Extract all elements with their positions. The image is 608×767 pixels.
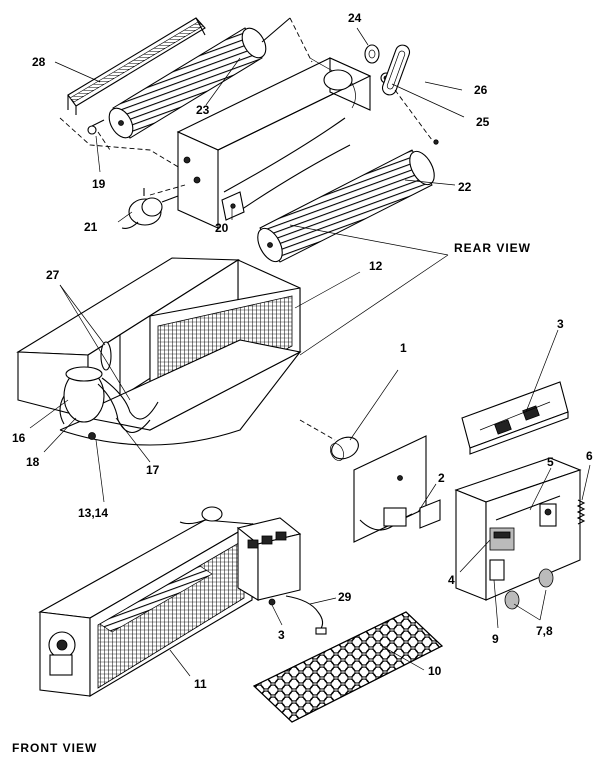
part-17-tubing — [97, 377, 159, 434]
label-1: 1 — [400, 341, 407, 355]
part-27-accumulator — [100, 341, 112, 371]
part-20-mount — [221, 191, 245, 221]
label-6: 6 — [586, 449, 593, 463]
label-29: 29 — [338, 590, 352, 604]
label-22: 22 — [458, 180, 472, 194]
part-6-spring — [576, 499, 586, 525]
part-29-cord — [285, 595, 327, 635]
part-5-relay — [539, 503, 557, 527]
label-16: 16 — [12, 431, 26, 445]
part-4-capacitor — [489, 527, 515, 551]
part-3-control-panel — [461, 381, 569, 455]
rear-view-title: REAR VIEW — [454, 241, 531, 255]
part-23-blower-wheel — [108, 17, 291, 139]
part-26-strap — [381, 44, 411, 96]
part-7-8-knobs — [504, 568, 554, 610]
blower-housing — [176, 57, 372, 229]
front-control-housing — [236, 517, 302, 601]
label-3-control: 3 — [557, 317, 564, 331]
part-labels: 28 24 26 25 23 19 22 21 20 REAR VIEW 27 … — [12, 11, 593, 755]
part-10-front-grille — [252, 611, 444, 723]
label-17: 17 — [146, 463, 160, 477]
part-24-bearing — [364, 44, 380, 64]
label-13-14: 13,14 — [78, 506, 108, 520]
label-4: 4 — [448, 573, 455, 587]
label-26: 26 — [474, 83, 488, 97]
label-9: 9 — [492, 632, 499, 646]
part-1-capacitor — [299, 419, 359, 461]
blower-assembly — [59, 17, 439, 263]
front-motor — [48, 631, 76, 676]
part-22-blower-wheel — [257, 139, 439, 263]
part-21-motor — [121, 188, 179, 229]
label-27: 27 — [46, 268, 60, 282]
rear-chassis — [16, 257, 302, 446]
label-20: 20 — [215, 221, 229, 235]
label-19: 19 — [92, 177, 106, 191]
compressor — [59, 366, 105, 425]
label-21: 21 — [84, 220, 98, 234]
leader-lines — [29, 27, 591, 677]
label-23: 23 — [196, 103, 210, 117]
control-box — [454, 381, 586, 610]
label-2: 2 — [438, 471, 445, 485]
label-11: 11 — [194, 677, 207, 691]
label-24: 24 — [348, 11, 362, 25]
label-28: 28 — [32, 55, 46, 69]
label-25: 25 — [476, 115, 490, 129]
front-view-title: FRONT VIEW — [12, 741, 97, 755]
label-7-8: 7,8 — [536, 624, 553, 638]
label-12: 12 — [369, 259, 383, 273]
part-28-grille — [67, 17, 206, 115]
label-18: 18 — [26, 455, 40, 469]
part-19-clip — [87, 119, 105, 135]
label-10: 10 — [428, 664, 442, 678]
part-9-switch — [489, 559, 505, 581]
part-2-bracket — [353, 435, 441, 543]
label-5: 5 — [547, 455, 554, 469]
front-unit — [38, 506, 327, 697]
label-3-front: 3 — [278, 628, 285, 642]
